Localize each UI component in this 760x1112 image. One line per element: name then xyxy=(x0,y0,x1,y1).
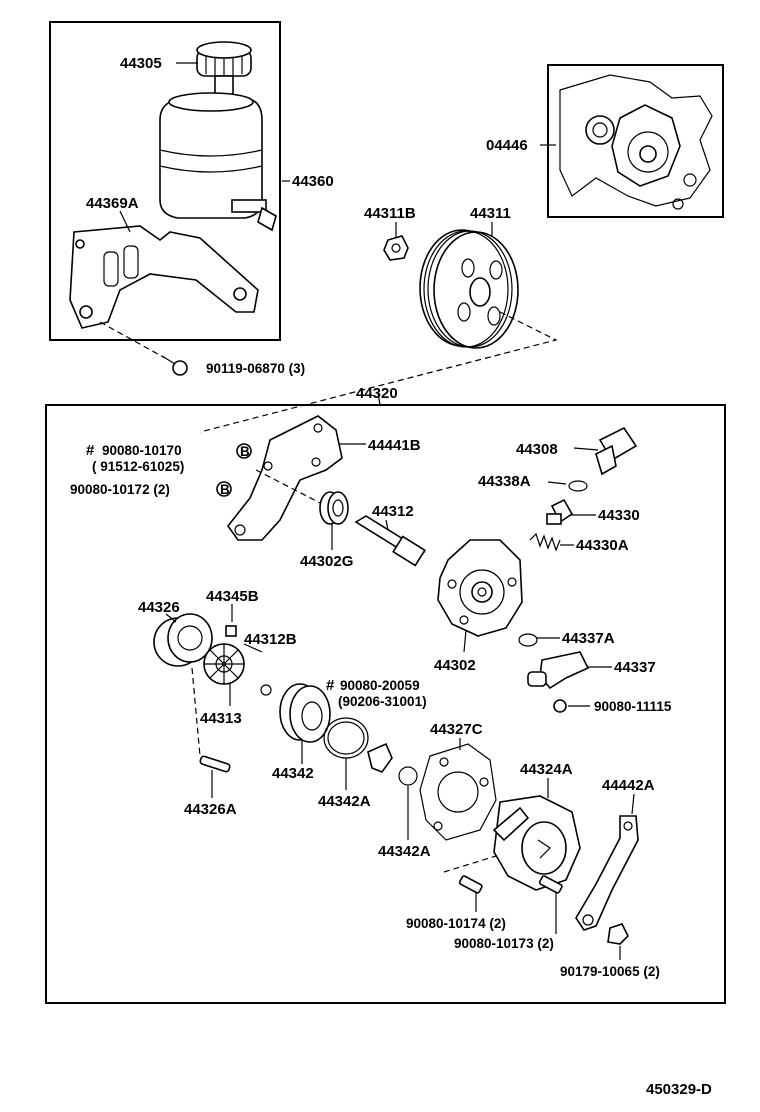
label-44313: 44313 xyxy=(200,710,242,727)
label-44324a: 44324A xyxy=(520,761,573,778)
label-44326a: 44326A xyxy=(184,801,237,818)
label-90080-20059: 90080-20059 xyxy=(340,678,420,693)
oring-44338a xyxy=(568,480,588,492)
pump-body-44302 xyxy=(437,539,523,637)
label-44320: 44320 xyxy=(356,385,398,402)
hash-mark: # xyxy=(86,442,95,459)
valve-44330 xyxy=(546,498,574,525)
gasket-kit-group-frame xyxy=(547,64,724,218)
label-90119-06870: 90119-06870 (3) xyxy=(206,361,305,376)
bolt-90119 xyxy=(161,355,188,376)
label-44342a-2: 44342A xyxy=(378,843,431,860)
plate-44342 xyxy=(279,683,331,743)
label-44330a: 44330A xyxy=(576,537,629,554)
svg-text:B: B xyxy=(240,444,250,459)
label-44369a: 44369A xyxy=(86,195,139,212)
label-44311: 44311 xyxy=(470,205,511,222)
bolt-90080-10174 xyxy=(458,875,483,894)
svg-text:B: B xyxy=(220,482,230,497)
label-44441b: 44441B xyxy=(368,437,421,454)
label-91512-61025: ( 91512-61025) xyxy=(92,459,184,474)
label-44330: 44330 xyxy=(598,507,640,524)
label-90080-10173: 90080-10173 (2) xyxy=(454,936,554,951)
label-44305: 44305 xyxy=(120,55,162,72)
label-44338a: 44338A xyxy=(478,473,531,490)
bolt-90080-10172: B xyxy=(216,481,232,497)
label-44308: 44308 xyxy=(516,441,558,458)
label-44360: 44360 xyxy=(292,173,334,190)
clip-90080-20059 xyxy=(367,742,393,773)
label-90080-10172: 90080-10172 (2) xyxy=(70,482,170,497)
reservoir-bracket-44369a xyxy=(69,225,259,329)
label-44342: 44342 xyxy=(272,765,314,782)
pin-44326a xyxy=(191,667,231,773)
pulley-nut-44311b xyxy=(383,235,409,261)
label-90206-31001: (90206-31001) xyxy=(338,694,427,709)
vane-44345b xyxy=(225,625,237,637)
reservoir-cap-44305 xyxy=(196,41,252,97)
nut-90179 xyxy=(607,923,629,945)
label-44302: 44302 xyxy=(434,657,476,674)
gasket-kit-04446 xyxy=(559,74,713,210)
gasket-44327c xyxy=(419,743,497,841)
label-04446: 04446 xyxy=(486,137,528,154)
label-44312b: 44312B xyxy=(244,631,297,648)
oring-44342a xyxy=(323,717,369,759)
oring-44342a-small xyxy=(398,766,418,786)
bolt-90080-10173 xyxy=(538,875,563,894)
snap-ring-44312b xyxy=(260,684,272,696)
label-44442a: 44442A xyxy=(602,777,655,794)
label-90080-10174: 90080-10174 (2) xyxy=(406,916,506,931)
label-44327c: 44327C xyxy=(430,721,483,738)
rotor-44313 xyxy=(203,643,245,685)
shaft-44312 xyxy=(354,515,426,567)
reservoir-tank-44360 xyxy=(159,92,277,232)
cam-ring-44326 xyxy=(153,613,213,667)
fitting-44308 xyxy=(595,426,638,476)
label-44302g: 44302G xyxy=(300,553,353,570)
label-90080-10170: 90080-10170 xyxy=(102,443,182,458)
spring-44330a xyxy=(529,532,561,552)
reference-code: 450329-D xyxy=(646,1081,712,1098)
label-44312: 44312 xyxy=(372,503,414,520)
hash-mark-2: # xyxy=(326,677,335,694)
pump-assembly-frame xyxy=(45,404,726,1004)
bolt-90080-10170: B xyxy=(236,443,252,459)
bracket-44442a xyxy=(575,815,639,931)
oring-44337a xyxy=(518,633,538,647)
bolt-90080-11115 xyxy=(553,699,567,713)
union-44337 xyxy=(527,651,590,690)
pulley-44311 xyxy=(419,229,519,349)
reservoir-group-frame xyxy=(49,21,281,341)
rear-housing-44324a xyxy=(492,795,581,891)
label-44326: 44326 xyxy=(138,599,180,616)
label-44311b: 44311B xyxy=(364,205,416,222)
pump-bracket-44441b xyxy=(227,415,343,541)
label-44337: 44337 xyxy=(614,659,656,676)
bearing-44302g xyxy=(319,491,349,525)
label-44345b: 44345B xyxy=(206,588,259,605)
label-44337a: 44337A xyxy=(562,630,615,647)
label-90080-11115: 90080-11115 xyxy=(594,699,672,714)
label-90179-10065: 90179-10065 (2) xyxy=(560,964,660,979)
label-44342a-1: 44342A xyxy=(318,793,371,810)
